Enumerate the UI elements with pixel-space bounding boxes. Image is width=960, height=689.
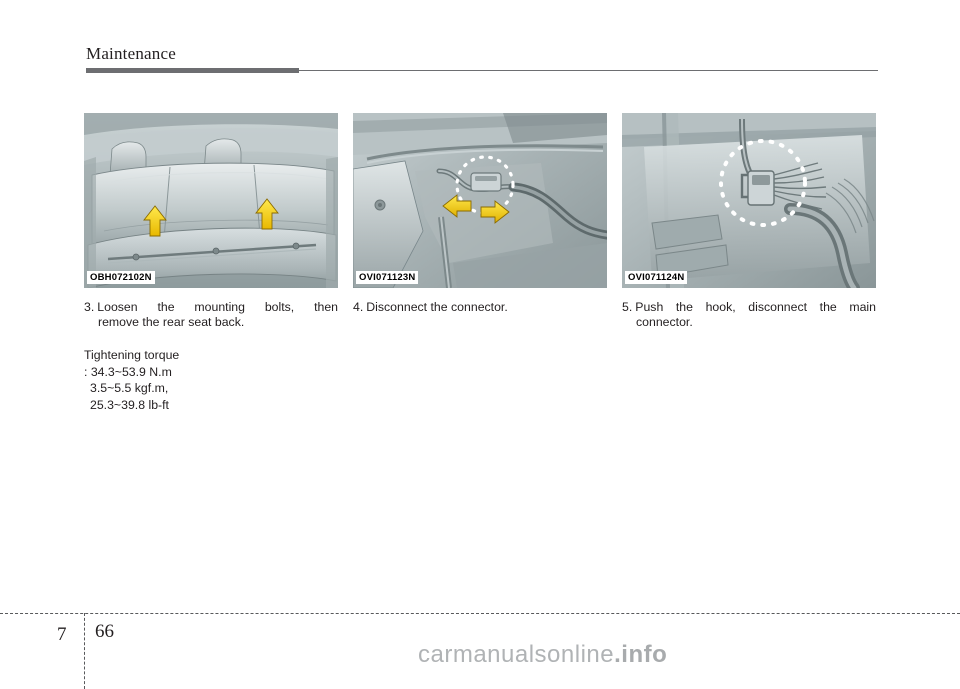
arrow-left-indicator [442, 194, 472, 218]
footer-vertical-divider [84, 613, 85, 689]
header-rule-thin [299, 70, 878, 71]
step-3-text: Loosen the mounting bolts, then [97, 300, 338, 314]
arrow-right-indicator [480, 200, 510, 224]
content-column-3: OVI071124N 5. Push the hook, disconnect … [622, 113, 876, 329]
figure-3-illustration [622, 113, 876, 288]
content-column-1: OBH072102N 3. Loosen the mounting bolts,… [84, 113, 338, 413]
arrow-left-indicator [143, 205, 167, 237]
figure-connector-disconnect: OVI071123N [353, 113, 607, 288]
figure-1-code: OBH072102N [87, 271, 155, 284]
site-watermark: carmanualsonline.info [418, 641, 667, 669]
step-5-row: 5. Push the hook, disconnect the main [622, 300, 876, 315]
footer-chapter-number: 7 [57, 624, 67, 645]
page-title: Maintenance [86, 44, 176, 63]
footer-divider [0, 613, 960, 614]
step-4-row: 4. Disconnect the connector. [353, 300, 607, 315]
figure-3-code-wrap: OVI071124N [625, 267, 688, 285]
step-3-row: 3. Loosen the mounting bolts, then [84, 300, 338, 315]
content-column-2: OVI071123N 4. Disconnect the connector. [353, 113, 607, 315]
step-4-number: 4. [353, 300, 364, 314]
step-4-text: Disconnect the connector. [366, 300, 508, 314]
tightening-torque-block: Tightening torque : 34.3~53.9 N.m 3.5~5.… [84, 347, 338, 413]
figure-2-code: OVI071123N [356, 271, 419, 284]
step-5-number: 5. [622, 300, 633, 314]
figure-2-illustration [353, 113, 607, 288]
torque-title: Tightening torque [84, 348, 180, 362]
figure-1-illustration [84, 113, 338, 288]
step-5-continuation: connector. [636, 314, 693, 329]
watermark-main: carmanualsonline [418, 641, 615, 668]
page-header: Maintenance [86, 44, 878, 74]
figure-rear-seat-bolts: OBH072102N [84, 113, 338, 288]
watermark-suffix: .info [614, 641, 668, 668]
torque-line-nm: : 34.3~53.9 N.m [84, 364, 172, 379]
highlight-dotted-circle [719, 139, 807, 227]
footer-page-number: 66 [95, 621, 114, 642]
figure-1-code-wrap: OBH072102N [87, 267, 155, 285]
step-3-number: 3. [84, 300, 95, 314]
step-5-text: Push the hook, disconnect the main [635, 300, 876, 314]
arrow-right-indicator [255, 198, 279, 230]
step-4-caption: 4. Disconnect the connector. [353, 300, 607, 315]
torque-line-kgfm: 3.5~5.5 kgf.m, [90, 381, 169, 395]
hook-detail [740, 173, 748, 199]
step-5-caption: 5. Push the hook, disconnect the main co… [622, 300, 876, 329]
figure-3-code: OVI071124N [625, 271, 688, 284]
step-3-continuation: remove the rear seat back. [98, 314, 245, 329]
figure-2-code-wrap: OVI071123N [356, 267, 419, 285]
step-3-caption: 3. Loosen the mounting bolts, then remov… [84, 300, 338, 329]
header-rule-thick [86, 68, 299, 73]
figure-hook-main-connector: OVI071124N [622, 113, 876, 288]
torque-line-lbft: 25.3~39.8 lb-ft [90, 397, 169, 412]
